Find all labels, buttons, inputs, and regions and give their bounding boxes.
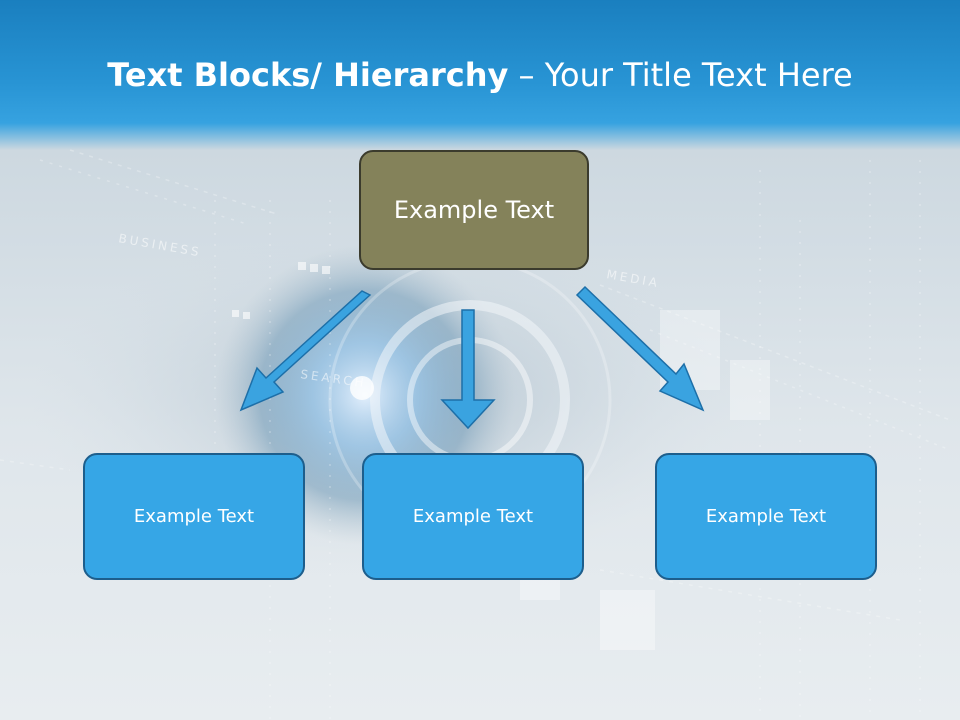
- slide-title: Text Blocks/ Hierarchy – Your Title Text…: [0, 54, 960, 96]
- child-box-left[interactable]: Example Text: [83, 453, 305, 580]
- bg-icon-squares: [232, 262, 330, 319]
- top-box-label: Example Text: [393, 196, 555, 224]
- child-box-right[interactable]: Example Text: [655, 453, 877, 580]
- child-box-left-label: Example Text: [133, 506, 255, 527]
- arrow-right: [575, 285, 705, 412]
- child-box-center-label: Example Text: [412, 506, 534, 527]
- child-box-center[interactable]: Example Text: [362, 453, 584, 580]
- title-bold: Text Blocks/ Hierarchy: [107, 56, 509, 94]
- title-rest: – Your Title Text Here: [508, 56, 853, 94]
- arrow-center: [440, 309, 496, 430]
- data-streaks: [0, 149, 951, 720]
- top-box[interactable]: Example Text: [359, 150, 589, 270]
- header-bar: [0, 0, 960, 150]
- child-box-right-label: Example Text: [705, 506, 827, 527]
- eye-highlight: [350, 376, 374, 400]
- arrow-left: [239, 290, 372, 412]
